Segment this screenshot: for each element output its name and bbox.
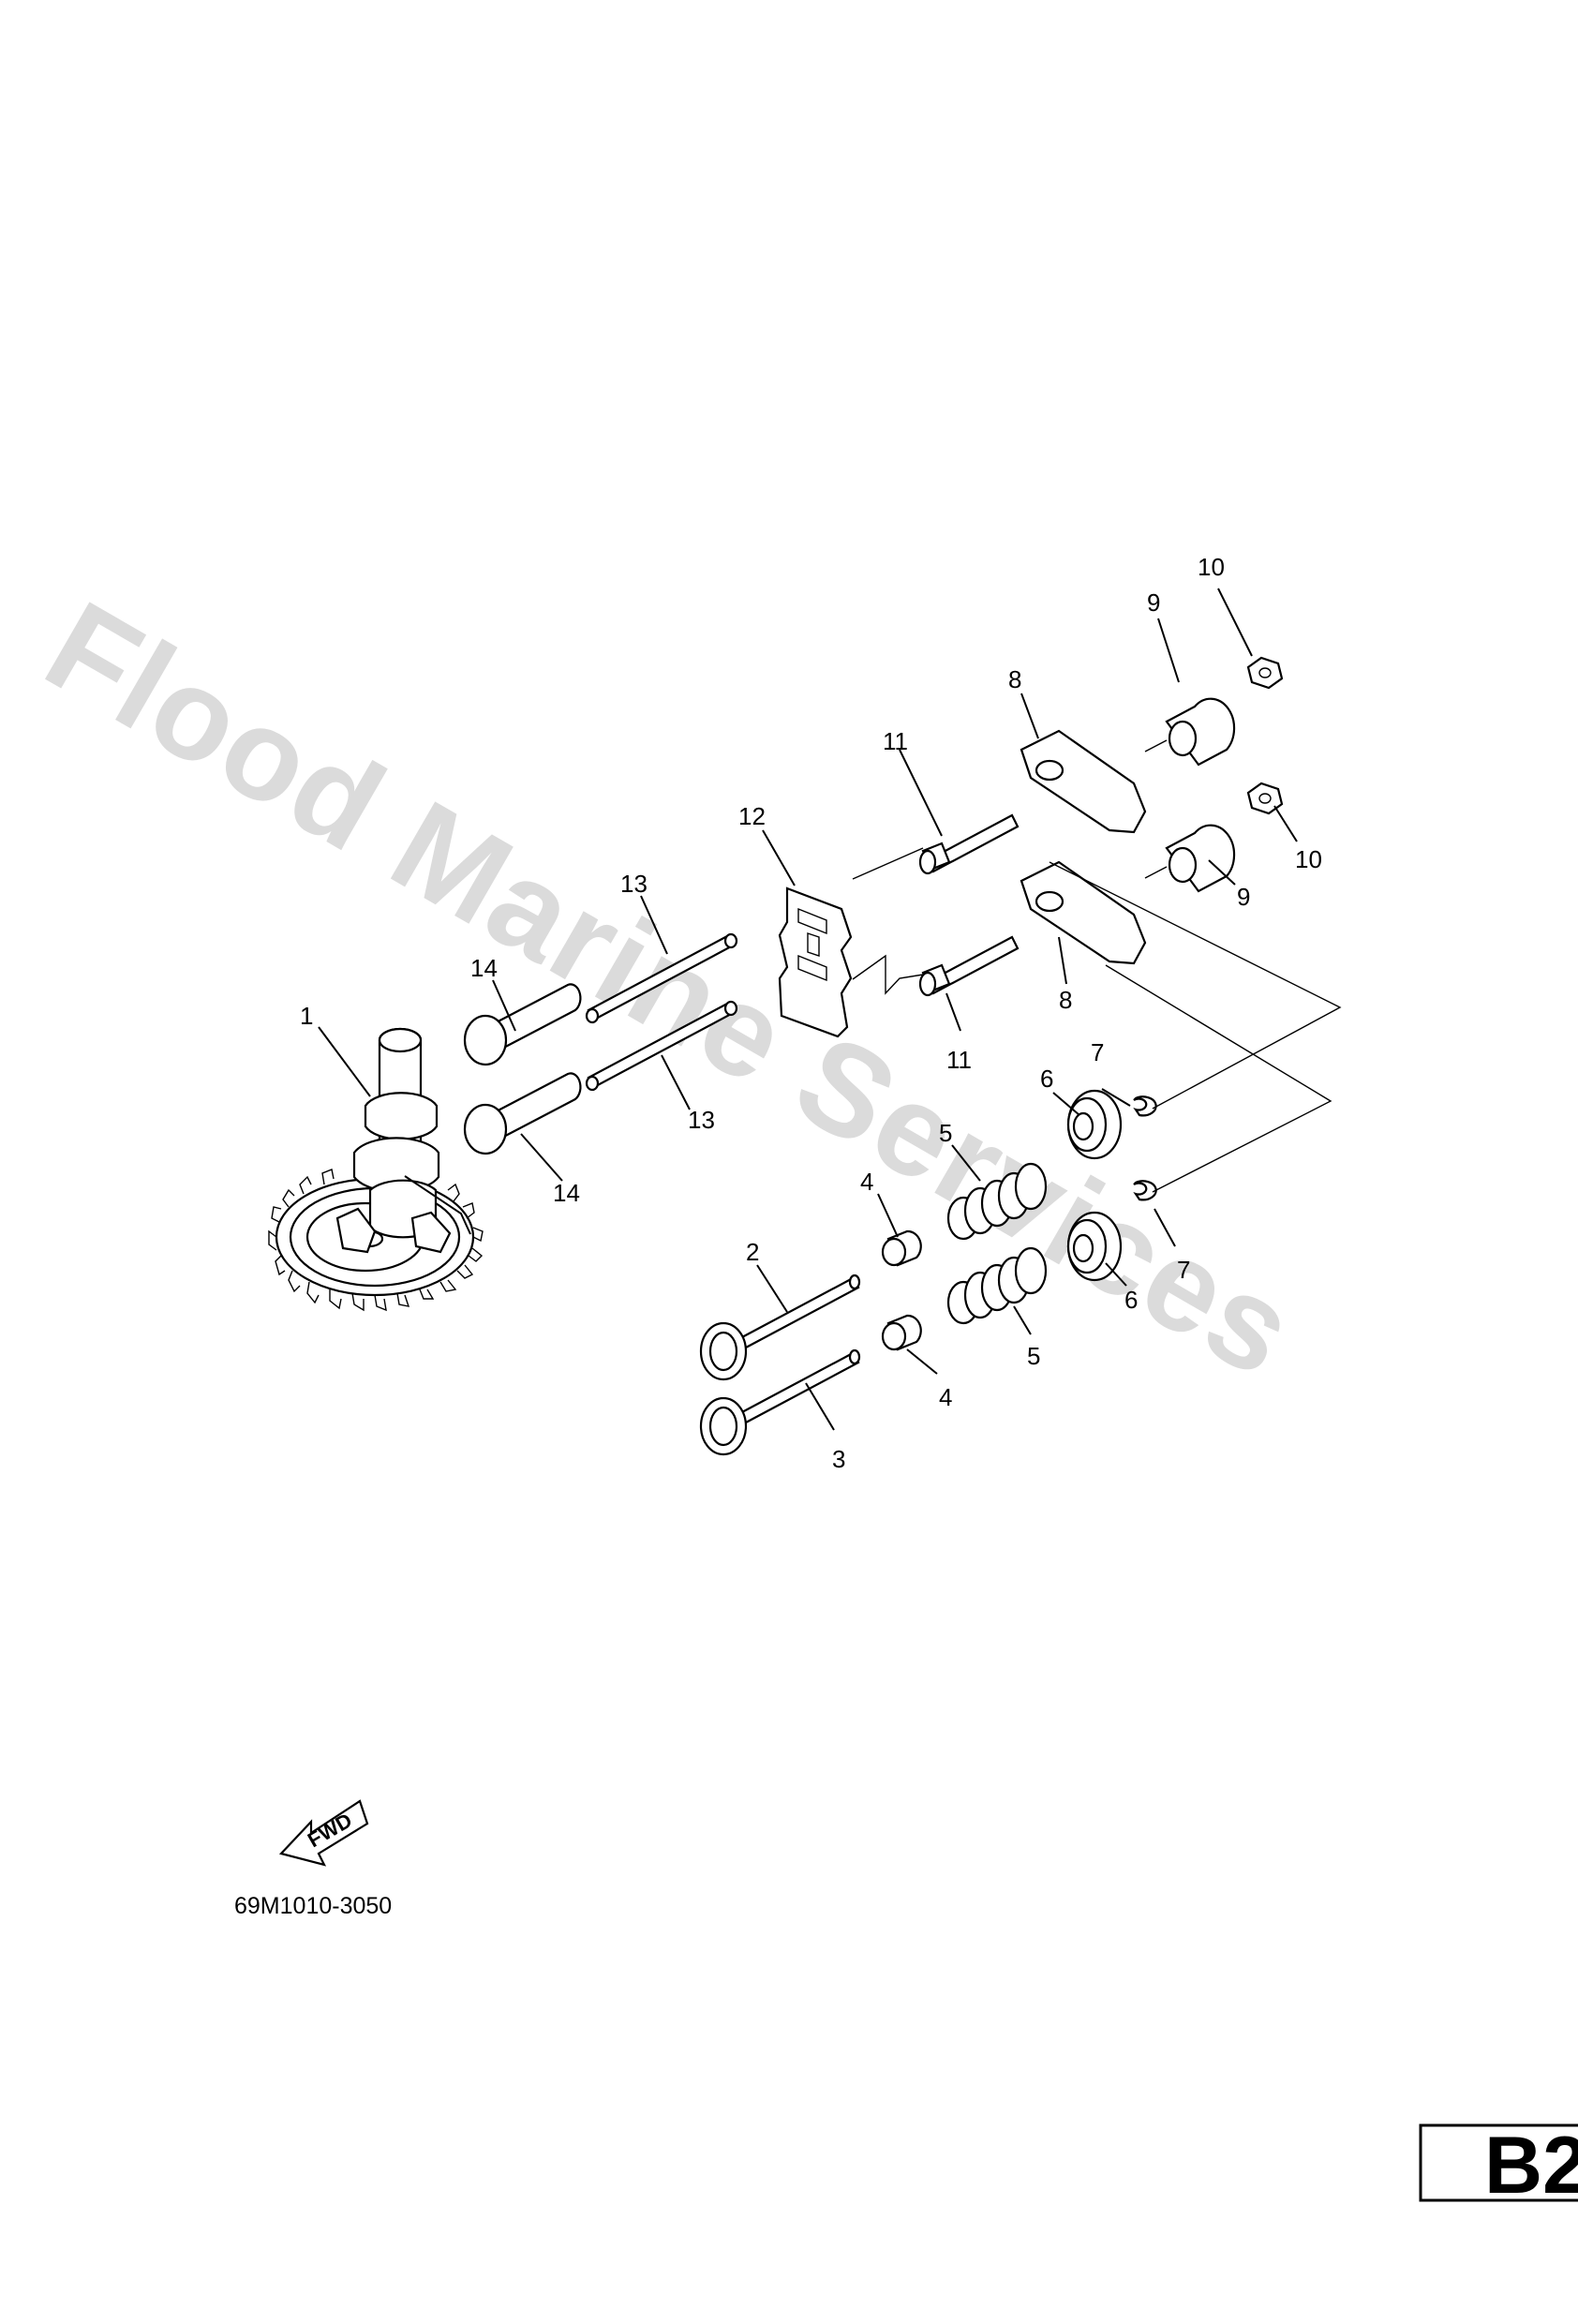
- callout-4-upper: 4: [860, 1168, 873, 1196]
- callout-6-upper: 6: [1040, 1065, 1053, 1093]
- callout-10-lower: 10: [1295, 845, 1322, 873]
- callout-4-lower: 4: [939, 1383, 952, 1411]
- camshaft-gear-part: [268, 1027, 484, 1312]
- callout-9-upper: 9: [1147, 588, 1160, 617]
- callout-2: 2: [746, 1238, 759, 1266]
- exhaust-valve-part: [699, 1348, 861, 1456]
- nut-part: [1246, 656, 1284, 815]
- page-tab-label: B2: [1484, 2121, 1578, 2211]
- callout-14-upper: 14: [470, 954, 498, 982]
- valve-spring-part: [946, 1162, 1048, 1325]
- drawing-code: 69M1010-3050: [234, 1893, 392, 1919]
- tappet-part: [463, 983, 582, 1155]
- callout-13-upper: 13: [620, 870, 648, 898]
- push-rod-part: [585, 932, 738, 1092]
- callout-7-upper: 7: [1091, 1038, 1104, 1066]
- callout-9-lower: 9: [1237, 883, 1250, 911]
- callout-5-upper: 5: [939, 1119, 952, 1147]
- callout-12: 12: [738, 802, 766, 830]
- callout-8-upper: 8: [1008, 665, 1021, 693]
- assembly-lines: [852, 739, 1342, 1193]
- rocker-ball-part: [1165, 697, 1236, 893]
- callout-6-lower: 6: [1124, 1286, 1138, 1314]
- valve-seal-part: [881, 1229, 922, 1351]
- pivot-stud-part: [918, 813, 1020, 997]
- callout-11-lower: 11: [946, 1046, 972, 1074]
- callout-11-upper: 11: [883, 727, 908, 755]
- fwd-arrow-icon: FWD: [278, 1799, 369, 1867]
- callout-8-lower: 8: [1059, 986, 1072, 1014]
- rocker-arm-part: [1020, 729, 1147, 965]
- callout-10-upper: 10: [1198, 553, 1225, 581]
- callout-7-lower: 7: [1177, 1256, 1190, 1284]
- callout-1: 1: [300, 1002, 313, 1030]
- leader-lines: [318, 588, 1298, 1431]
- callout-13-lower: 13: [688, 1106, 715, 1134]
- watermark-text: Flood Marine Services: [23, 574, 1318, 1406]
- spring-retainer-part: [1066, 1089, 1123, 1282]
- intake-valve-part: [699, 1274, 861, 1381]
- page-tab: B2: [1419, 2121, 1578, 2211]
- callout-5-lower: 5: [1027, 1342, 1040, 1370]
- guide-plate-part: [778, 886, 853, 1038]
- valve-cotter-part: [1133, 1095, 1157, 1201]
- callout-3: 3: [832, 1445, 845, 1473]
- callout-14-lower: 14: [553, 1179, 580, 1207]
